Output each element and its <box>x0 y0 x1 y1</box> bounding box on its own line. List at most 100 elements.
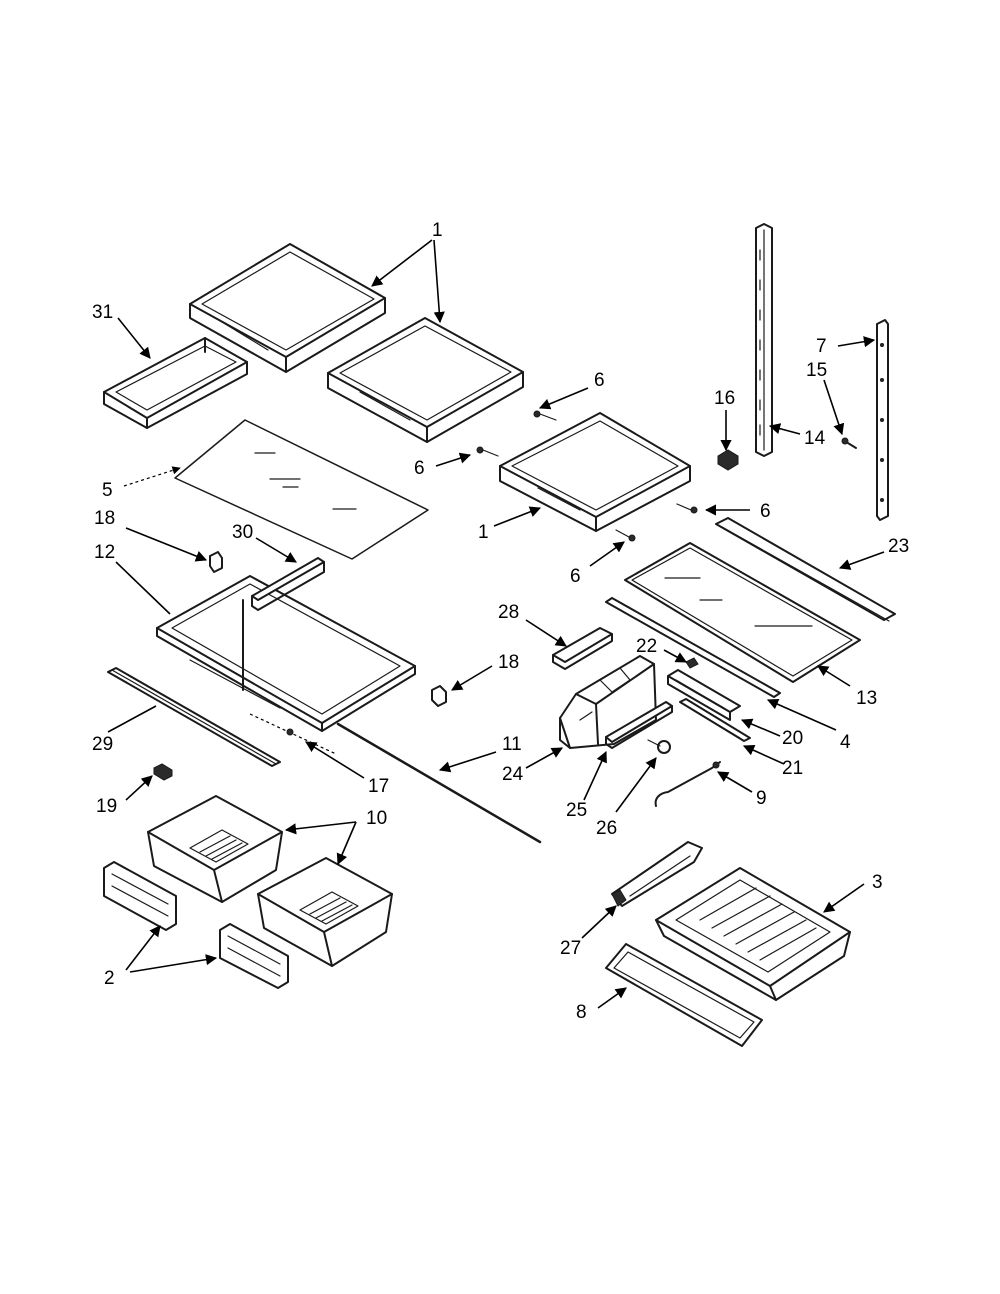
screw-6c <box>676 503 698 514</box>
leader-19 <box>125 775 153 801</box>
leader-13 <box>817 665 851 687</box>
callout-19: 19 <box>96 796 117 817</box>
leader-8 <box>597 987 627 1009</box>
trim-strip-4 <box>605 597 781 698</box>
clip-28 <box>552 627 613 670</box>
callout-1-top: 1 <box>432 220 443 241</box>
callout-6-right: 6 <box>760 501 771 522</box>
frame-12 <box>156 575 416 732</box>
clip-22 <box>685 657 699 669</box>
housing-24 <box>559 655 657 749</box>
screw-6a <box>533 410 557 421</box>
callout-27: 27 <box>560 938 581 959</box>
callout-18-top: 18 <box>94 508 115 529</box>
leader-6d <box>589 541 625 567</box>
leader-17 <box>305 741 365 779</box>
callout-29: 29 <box>92 734 113 755</box>
clip-18a <box>209 551 223 573</box>
callout-3: 3 <box>872 872 883 893</box>
rod-11 <box>336 722 542 844</box>
leader-18a <box>125 527 208 562</box>
leader-4 <box>766 698 837 731</box>
glass-panel-5 <box>174 419 429 560</box>
cover-27 <box>611 841 703 907</box>
screw-6b <box>476 446 499 457</box>
screw-15 <box>841 437 857 449</box>
leader-10a <box>284 821 357 835</box>
callout-25: 25 <box>566 800 587 821</box>
bracket-30 <box>251 557 325 611</box>
callout-22: 22 <box>636 636 657 657</box>
callout-14: 14 <box>804 428 826 449</box>
callout-6-bottom: 6 <box>570 566 581 587</box>
clip-18b <box>431 685 447 707</box>
leader-15 <box>823 379 845 436</box>
leader-6b <box>435 452 472 467</box>
callout-7: 7 <box>816 336 827 357</box>
callout-30: 30 <box>232 522 253 543</box>
leader-9 <box>717 771 753 793</box>
callout-31: 31 <box>92 302 113 323</box>
leader-18b <box>451 665 493 691</box>
leader-6a <box>538 387 589 410</box>
leader-1c <box>493 506 542 527</box>
slide-rail-21 <box>679 698 751 742</box>
callout-12: 12 <box>94 542 115 563</box>
rail-25 <box>605 701 673 749</box>
leader-23 <box>838 551 885 570</box>
leader-2b <box>129 954 218 973</box>
pin-17 <box>249 713 337 755</box>
leader-3 <box>823 883 865 913</box>
glass-panel-13 <box>624 542 861 683</box>
leader-28 <box>525 619 567 647</box>
callout-21: 21 <box>782 758 803 779</box>
leader-1b <box>433 239 445 324</box>
callout-9: 9 <box>756 788 767 809</box>
bracket-7 <box>876 319 889 521</box>
leader-26 <box>615 757 657 813</box>
leader-1a <box>371 239 433 287</box>
leader-21 <box>742 745 785 765</box>
leader-10b <box>336 821 357 866</box>
callout-15: 15 <box>806 360 827 381</box>
callout-17: 17 <box>368 776 389 797</box>
leader-14 <box>768 423 801 435</box>
callout-5: 5 <box>102 480 113 501</box>
drawer-front-2a <box>103 861 177 931</box>
clip-19 <box>153 763 173 781</box>
callout-13: 13 <box>856 688 877 709</box>
callout-11: 11 <box>502 734 522 755</box>
callout-16: 16 <box>714 388 735 409</box>
callout-6-left: 6 <box>414 458 425 479</box>
callout-28: 28 <box>498 602 519 623</box>
leader-29 <box>107 705 157 733</box>
callout-10: 10 <box>366 808 387 829</box>
callout-4: 4 <box>840 732 851 753</box>
callout-26: 26 <box>596 818 617 839</box>
callout-20: 20 <box>782 728 803 749</box>
screw-6d <box>615 529 636 542</box>
leader-31 <box>117 317 151 359</box>
callout-6-top: 6 <box>594 370 605 391</box>
callout-8: 8 <box>576 1002 587 1023</box>
shelf-middle-right <box>499 412 691 532</box>
leader-27 <box>581 905 617 939</box>
panel-8 <box>605 943 763 1047</box>
fastener-16 <box>717 449 739 471</box>
slide-rail-20 <box>667 669 741 721</box>
leader-12 <box>115 561 171 615</box>
shelf-upper-right <box>327 317 524 443</box>
callout-24: 24 <box>502 764 524 785</box>
drawer-10-left <box>147 795 283 903</box>
trim-strip-29 <box>107 667 281 767</box>
drawer-front-2b <box>219 923 289 989</box>
leader-20 <box>740 718 781 737</box>
leader-2a <box>125 925 161 971</box>
leader-22 <box>663 649 687 663</box>
tray-3 <box>655 867 851 1001</box>
wire-9 <box>654 761 721 807</box>
callout-1-mid: 1 <box>478 522 489 543</box>
callout-23: 23 <box>888 536 909 557</box>
leader-11 <box>438 751 497 773</box>
